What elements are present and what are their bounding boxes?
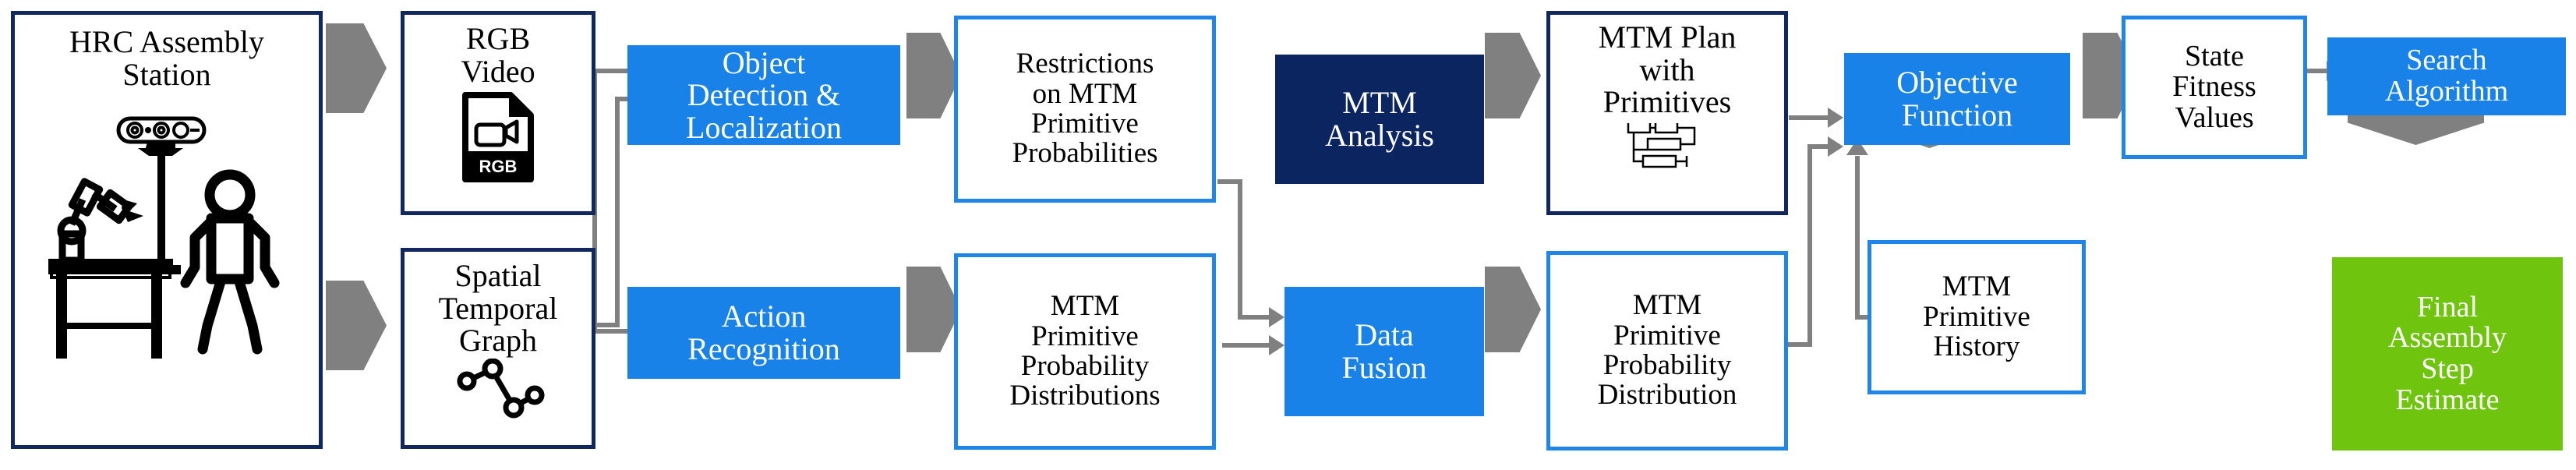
line-restrictions-stub <box>1217 179 1242 184</box>
node-label: HRC Assembly Station <box>69 24 265 92</box>
chevron-objdet-to-restrictions <box>906 33 961 118</box>
node-mtm-plan[interactable]: MTM Plan with Primitives <box>1546 11 1788 215</box>
node-label: Final Assembly Step Estimate <box>2388 290 2507 416</box>
node-label: MTM Primitive Probability Distributions <box>1009 290 1161 412</box>
chevron-mtmanalysis-to-plan <box>1485 33 1541 118</box>
node-search-algorithm[interactable]: Search Algorithm <box>2327 37 2566 115</box>
node-restrictions[interactable]: Restrictions on MTM Primitive Probabilit… <box>954 16 1216 203</box>
node-spatial-temporal-graph[interactable]: Spatial Temporal Graph <box>401 248 595 449</box>
line-history-up <box>1855 156 1860 320</box>
node-hrc-assembly-station[interactable]: HRC Assembly Station <box>11 11 323 449</box>
gantt-chart-icon <box>1627 122 1696 168</box>
line-rgb-to-action <box>592 329 633 334</box>
node-primitive-prob-distribution[interactable]: MTM Primitive Probability Distribution <box>1546 251 1788 451</box>
node-final-estimate[interactable]: Final Assembly Step Estimate <box>2332 257 2563 451</box>
line-restrictions-down <box>1238 179 1242 320</box>
line-fitness-to-search <box>2306 69 2329 73</box>
chevron-action-to-dists <box>906 267 961 352</box>
node-label: MTM Analysis <box>1325 85 1434 153</box>
node-rgb-video[interactable]: RGB Video RGB <box>401 11 595 215</box>
line-stg-out <box>592 323 620 327</box>
chevron-datafusion-to-dist <box>1485 267 1541 352</box>
node-label: Objective Function <box>1896 65 2018 133</box>
svg-text:RGB: RGB <box>479 157 518 176</box>
node-data-fusion[interactable]: Data Fusion <box>1284 287 1484 416</box>
chevron-hrc-to-rgb <box>326 23 387 113</box>
node-label: Spatial Temporal Graph <box>438 258 558 359</box>
arrowhead-plan-to-objfn <box>1828 108 1843 128</box>
node-label: Action Recognition <box>687 299 840 366</box>
node-primitive-prob-distributions[interactable]: MTM Primitive Probability Distributions <box>954 253 1216 450</box>
node-label: Object Detection & Localization <box>686 44 842 145</box>
hrc-scene-icon <box>48 116 280 359</box>
arrowhead-restrictions-to-fusion <box>1269 307 1284 327</box>
rgb-video-file-icon: RGB <box>462 92 534 183</box>
node-state-fitness-values[interactable]: State Fitness Values <box>2122 16 2307 159</box>
node-label: Data Fusion <box>1341 317 1427 385</box>
line-dist-stub <box>1782 342 1812 347</box>
arrowhead-dist-to-objfn <box>1828 136 1843 157</box>
line-restrictions-to-fusion <box>1238 315 1270 320</box>
node-label: State Fitness Values <box>2172 39 2256 134</box>
chevron-hrc-to-stg <box>326 281 387 370</box>
node-objective-function[interactable]: Objective Function <box>1844 53 2070 145</box>
node-label: Restrictions on MTM Primitive Probabilit… <box>1012 48 1158 170</box>
line-dists-to-fusion <box>1222 343 1270 348</box>
line-dist-to-objfn <box>1807 144 1829 149</box>
node-mtm-analysis[interactable]: MTM Analysis <box>1275 55 1484 184</box>
node-action-recognition[interactable]: Action Recognition <box>627 287 900 379</box>
node-graph-icon <box>457 358 545 419</box>
node-label: MTM Plan with Primitives <box>1598 19 1737 120</box>
line-stg-up <box>615 97 620 323</box>
node-label: Search Algorithm <box>2384 44 2509 108</box>
line-plan-to-objfn <box>1789 115 1829 120</box>
node-label: MTM Primitive History <box>1923 270 2030 363</box>
node-primitive-history[interactable]: MTM Primitive History <box>1868 240 2086 394</box>
line-rgb-to-objdet <box>592 69 633 73</box>
node-label: MTM Primitive Probability Distribution <box>1597 289 1737 412</box>
arrowhead-dists-to-fusion <box>1269 335 1284 355</box>
node-object-detection[interactable]: Object Detection & Localization <box>627 45 900 145</box>
node-label: RGB Video <box>461 21 535 89</box>
line-dist-up <box>1807 144 1812 347</box>
line-stg-to-objdet <box>615 97 633 101</box>
